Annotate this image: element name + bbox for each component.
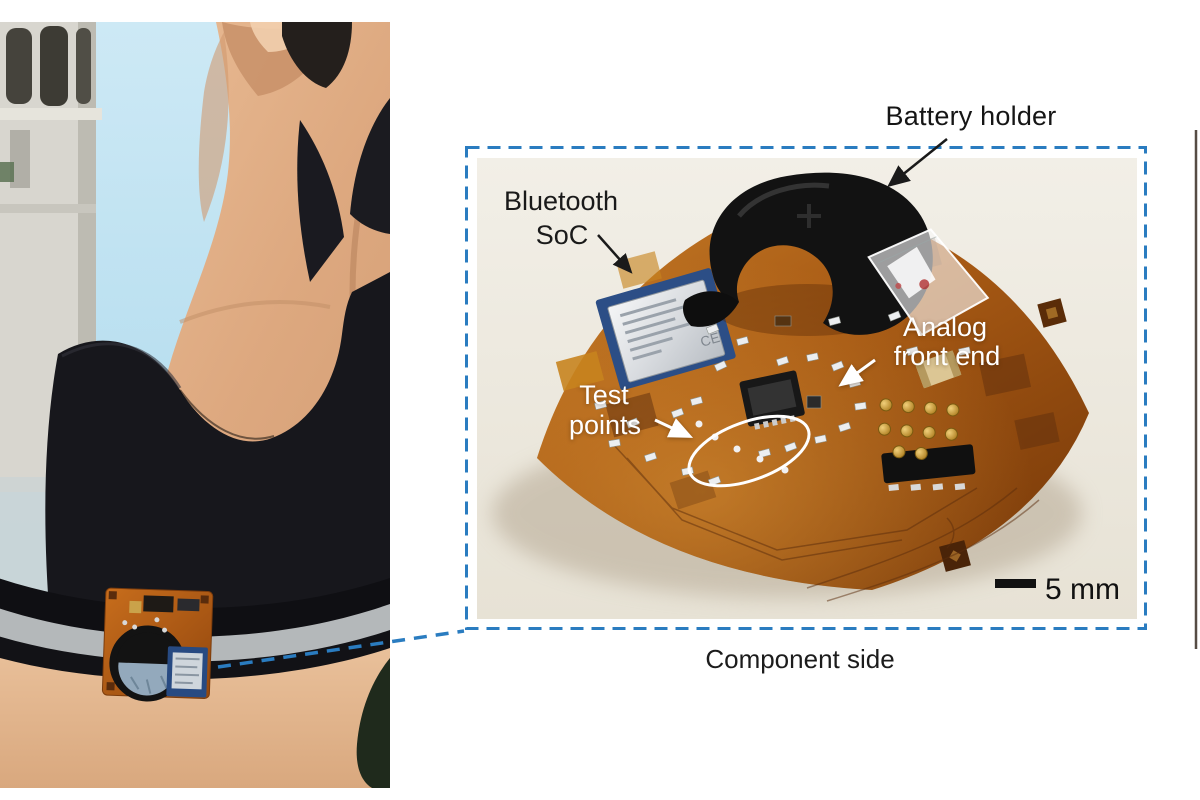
battery-holder-label: Battery holder <box>885 101 1057 131</box>
torso <box>0 648 390 788</box>
wearer-photo-art <box>0 22 390 788</box>
collarbone-line <box>179 300 331 324</box>
scale-bar <box>995 579 1036 588</box>
component-side-art: CE <box>477 158 1137 619</box>
on-body-device <box>101 587 214 702</box>
scale-bar-label: 5 mm <box>1045 573 1120 606</box>
neck-shading <box>198 32 229 222</box>
component-side-caption: Component side <box>705 644 895 674</box>
tower <box>0 22 102 622</box>
test-points-label-line2: points <box>569 410 641 440</box>
bluetooth-soc-label-line1: Bluetooth <box>504 186 618 216</box>
analog-front-end-label-line2: front end <box>894 341 1001 371</box>
bluetooth-soc-label-line2: SoC <box>536 220 589 250</box>
device-component <box>143 595 174 613</box>
hair <box>282 22 352 88</box>
component-side-photo: CE <box>477 158 1137 619</box>
sports-bra <box>45 98 390 647</box>
wearer-photo <box>0 22 390 788</box>
test-points-label-line1: Test <box>579 380 629 410</box>
analog-front-end-label-line1: Analog <box>903 312 987 342</box>
shadow-bottom-right <box>356 658 390 788</box>
